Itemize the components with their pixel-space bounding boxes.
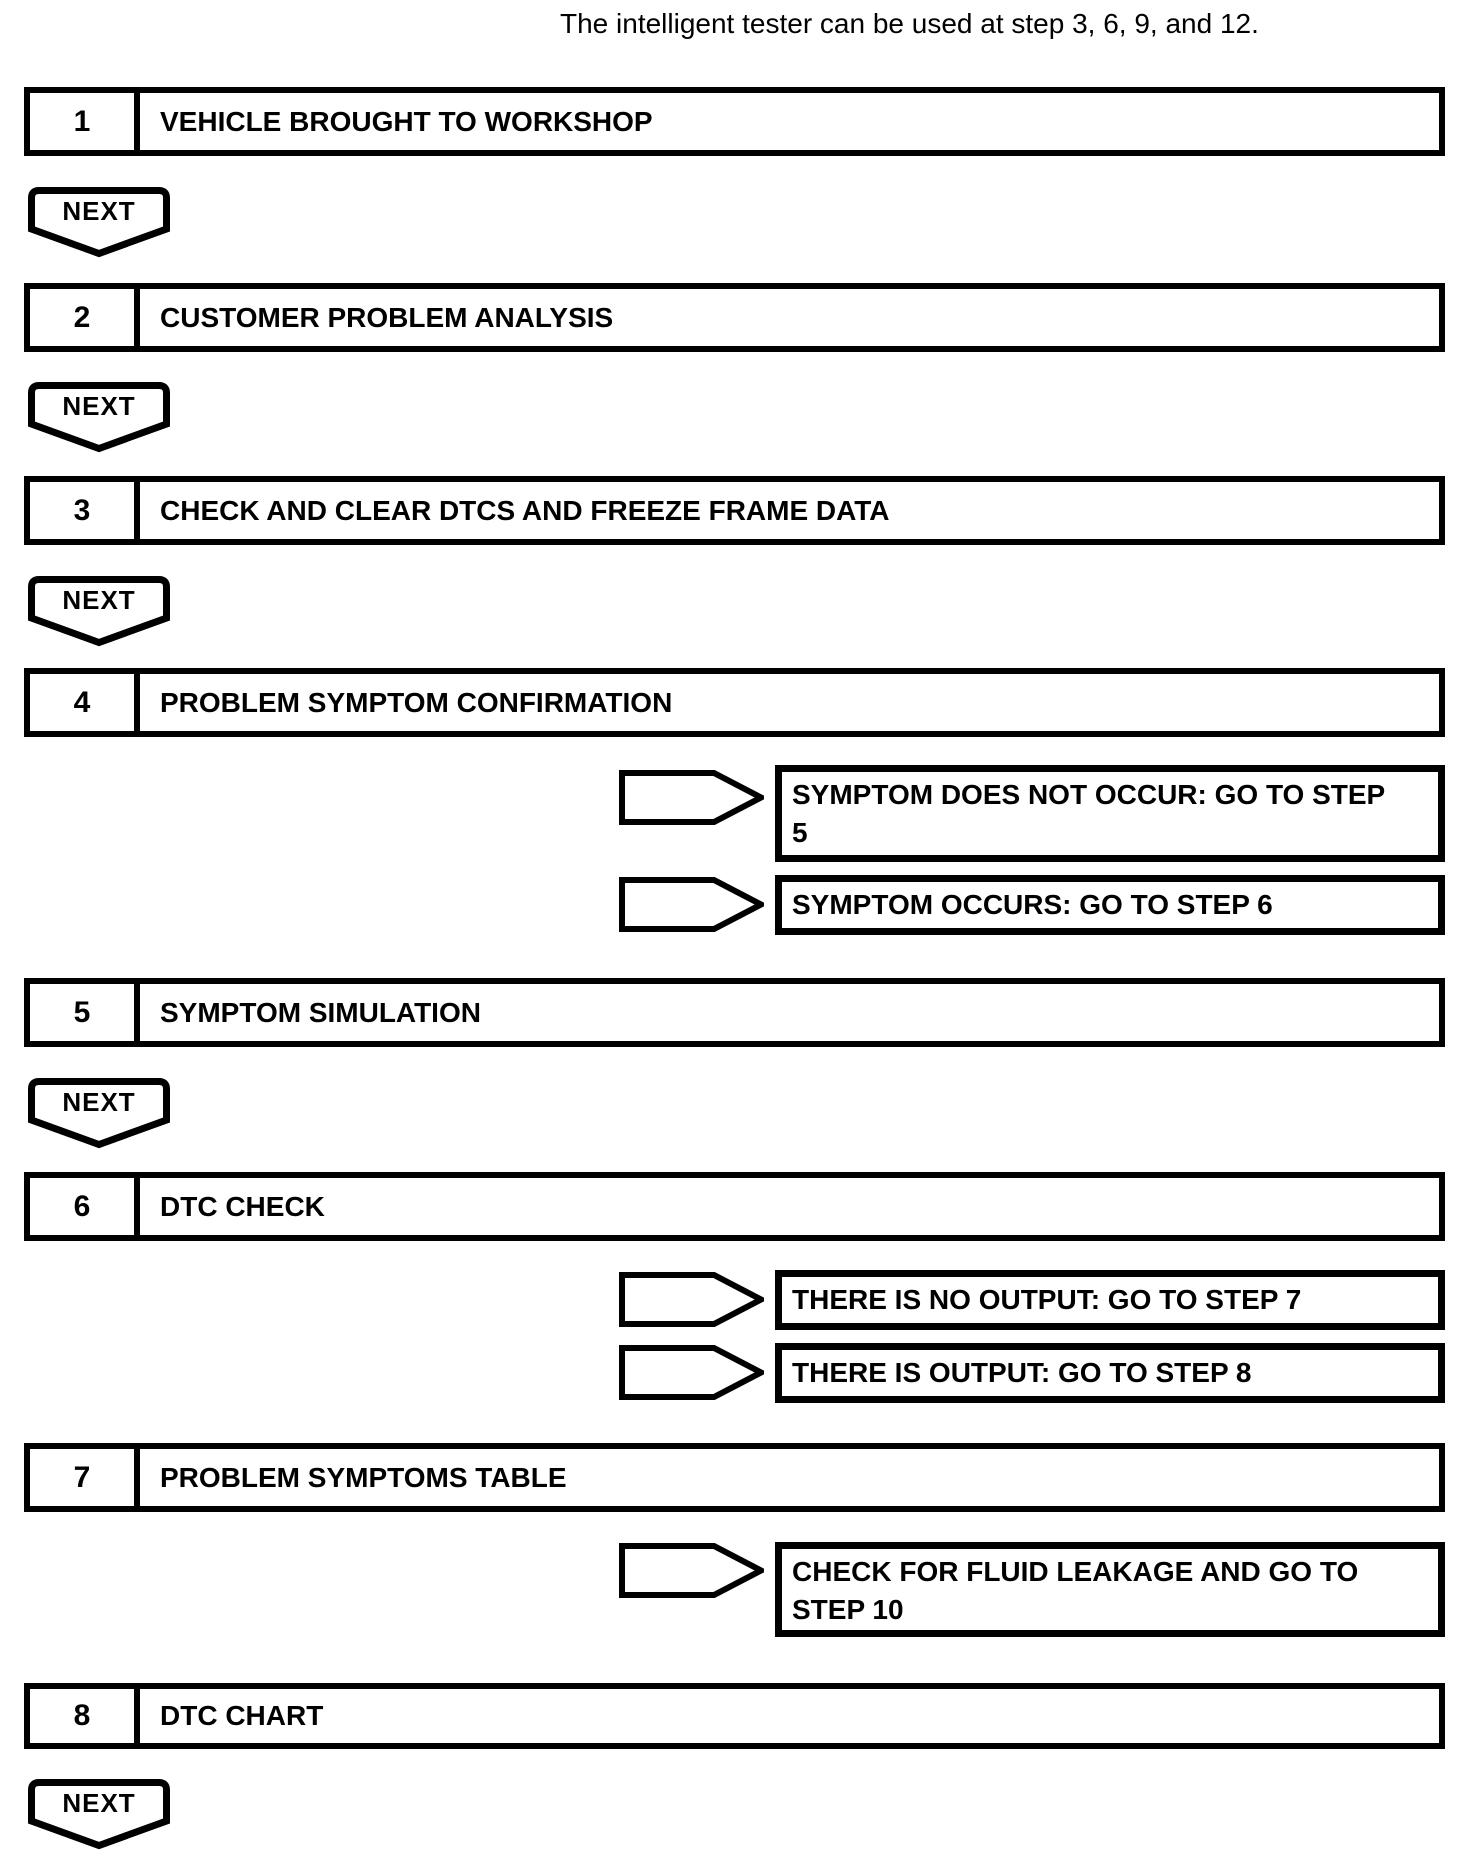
next-banner: NEXT: [28, 382, 170, 453]
right-arrow-icon: [619, 1272, 768, 1327]
next-label: NEXT: [62, 585, 136, 615]
next-banner: NEXT: [28, 187, 170, 258]
step-box-1: 1 VEHICLE BROUGHT TO WORKSHOP: [24, 87, 1445, 156]
result-arrow: [619, 1272, 768, 1327]
step-title: SYMPTOM SIMULATION: [160, 996, 481, 1028]
step-number: 8: [30, 1689, 140, 1743]
result-text-line: STEP 10: [792, 1594, 904, 1625]
next-banner: NEXT: [28, 576, 170, 647]
next-down-arrow-icon: [28, 1078, 170, 1149]
step-title: PROBLEM SYMPTOMS TABLE: [160, 1461, 567, 1493]
step-title: DTC CHECK: [160, 1190, 325, 1222]
right-arrow-icon: [619, 1543, 768, 1598]
step-box-2: 2 CUSTOMER PROBLEM ANALYSIS: [24, 283, 1445, 352]
next-down-arrow-icon: [28, 576, 170, 647]
result-text-line: THERE IS NO OUTPUT: GO TO STEP 7: [792, 1284, 1302, 1315]
right-arrow-icon: [619, 1345, 768, 1400]
right-arrow-icon: [619, 770, 768, 825]
result-box-fluid-leakage: CHECK FOR FLUID LEAKAGE AND GO TO STEP 1…: [775, 1542, 1445, 1637]
result-arrow: [619, 1345, 768, 1400]
step-number: 6: [30, 1178, 140, 1235]
next-label: NEXT: [62, 196, 136, 226]
step-box-6: 6 DTC CHECK: [24, 1172, 1445, 1241]
step-box-4: 4 PROBLEM SYMPTOM CONFIRMATION: [24, 668, 1445, 737]
step-number: 4: [30, 674, 140, 731]
result-text-line: CHECK FOR FLUID LEAKAGE AND GO TO: [792, 1556, 1359, 1587]
result-arrow: [619, 770, 768, 825]
step-number: 2: [30, 289, 140, 346]
step-box-8: 8 DTC CHART: [24, 1683, 1445, 1749]
result-box-symptom-occurs: SYMPTOM OCCURS: GO TO STEP 6: [775, 875, 1445, 935]
next-down-arrow-icon: [28, 1779, 170, 1850]
result-text-line: SYMPTOM DOES NOT OCCUR: GO TO STEP: [792, 779, 1386, 810]
step-title: CUSTOMER PROBLEM ANALYSIS: [160, 301, 614, 333]
step-title: DTC CHART: [160, 1700, 324, 1731]
next-down-arrow-icon: [28, 382, 170, 453]
step-title: VEHICLE BROUGHT TO WORKSHOP: [160, 105, 653, 137]
step-number: 5: [30, 984, 140, 1041]
next-label: NEXT: [62, 1087, 136, 1117]
result-arrow: [619, 877, 768, 932]
step-number: 3: [30, 482, 140, 539]
step-box-7: 7 PROBLEM SYMPTOMS TABLE: [24, 1443, 1445, 1512]
result-arrow: [619, 1543, 768, 1598]
next-down-arrow-icon: [28, 187, 170, 258]
result-text-line: 5: [792, 817, 808, 848]
right-arrow-icon: [619, 877, 768, 932]
next-banner: NEXT: [28, 1078, 170, 1149]
step-title: CHECK AND CLEAR DTCS AND FREEZE FRAME DA…: [160, 494, 890, 526]
result-text-line: THERE IS OUTPUT: GO TO STEP 8: [792, 1357, 1252, 1388]
intelligent-tester-note: The intelligent tester can be used at st…: [560, 8, 1259, 39]
next-label: NEXT: [62, 391, 136, 421]
step-number: 7: [30, 1449, 140, 1506]
next-banner: NEXT: [28, 1779, 170, 1850]
result-box-no-output: THERE IS NO OUTPUT: GO TO STEP 7: [775, 1270, 1445, 1330]
step-title: PROBLEM SYMPTOM CONFIRMATION: [160, 686, 673, 718]
next-label: NEXT: [62, 1788, 136, 1818]
result-box-symptom-does-not-occur: SYMPTOM DOES NOT OCCUR: GO TO STEP 5: [775, 765, 1445, 862]
result-box-output: THERE IS OUTPUT: GO TO STEP 8: [775, 1343, 1445, 1403]
step-box-5: 5 SYMPTOM SIMULATION: [24, 978, 1445, 1047]
step-box-3: 3 CHECK AND CLEAR DTCS AND FREEZE FRAME …: [24, 476, 1445, 545]
step-number: 1: [30, 93, 140, 150]
result-text-line: SYMPTOM OCCURS: GO TO STEP 6: [792, 889, 1273, 920]
